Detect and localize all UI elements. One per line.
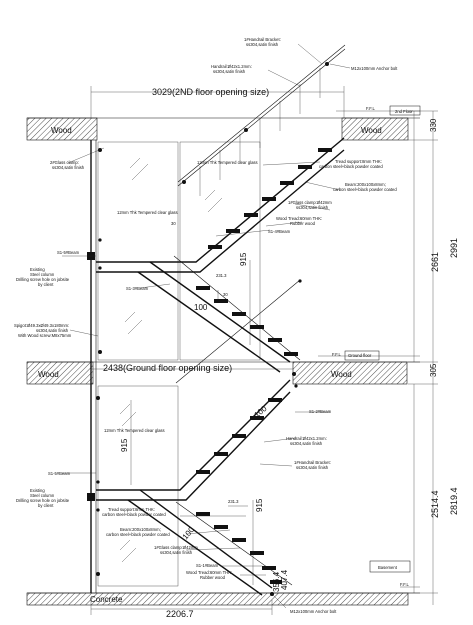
label-handrail-lower-spec: ss304,satin finish (290, 441, 323, 446)
label-dim-2819-4: 2819.4 (449, 487, 459, 515)
label-beam-lower: Beam:200x100x8mm; (120, 527, 161, 532)
label-handrail-bracket-top-spec: ss304,satin finish (246, 42, 279, 47)
label-glass-clamp-1-lower-spec: ss304,satin finish (160, 550, 193, 555)
label-handrail-lower: Handrail:Ø42x1.2mm: (286, 436, 327, 441)
glass-panel-upper-left (97, 141, 179, 361)
label-handrail-bracket-lower: 1#Handrail Bracket: (294, 460, 331, 465)
label-dim-915-mid: 915 (120, 438, 129, 452)
label-existing-col-1b: Steel column (30, 272, 55, 277)
label-ffl-ground: F.F.L (332, 352, 342, 357)
glass-panel-upper-right (179, 141, 261, 361)
label-dim-915-top: 915 (239, 252, 248, 266)
label-basement: Basement (378, 565, 398, 570)
label-dim-356-4: 356.4 (272, 571, 281, 592)
label-beam-s1-4: S1-4#Beam (268, 229, 291, 234)
label-anchor-bottom: M12x100mm Anchor bolt (290, 609, 337, 614)
label-tread-support-top: Tread support:8mm THK: (335, 159, 382, 164)
label-beam-s1-5-lower: S1-5#Beam (48, 471, 71, 476)
label-beam-s1-3: S1-3#Beam (126, 286, 149, 291)
label-existing-col-1c: Drilling screw hole on jobsite (16, 277, 70, 282)
label-dim-407-4: 407.4 (280, 569, 289, 590)
label-beam-s1-5-top: S1-5#Beam (57, 250, 80, 255)
label-existing-col-2a: Existing (30, 488, 45, 493)
label-dim-2206-7: 2206.7 (166, 609, 194, 619)
label-second-floor: 2nd Floor (395, 109, 413, 114)
label-wood-lower-right: Wood (331, 370, 352, 379)
label-beam-top-spec: carbon steel+black powder coated (333, 187, 397, 192)
label-dim-330: 330 (429, 118, 438, 132)
ground-left-slab (26, 361, 94, 385)
ground-floor-tag (344, 350, 380, 361)
label-opening-2nd: 3029(2ND floor opening size) (152, 87, 269, 97)
label-handrail-top: Handrail:Ø42x1.2mm: (211, 64, 252, 69)
label-dim-305: 305 (429, 363, 438, 377)
label-beam-lower-spec: carbon steel+black powder coated (106, 532, 170, 537)
label-anchor-top: M12x100mm Anchor bolt (351, 66, 398, 71)
basement-tag (369, 560, 411, 573)
label-spigot-c: With Wood screw:M8x75mm (18, 333, 72, 338)
label-ffl-top: F.F.L (366, 106, 376, 111)
label-wood-tread-top: Wood Tread:60mm THK: (276, 216, 322, 221)
label-dim-2661: 2661 (430, 252, 440, 272)
label-dim-100-a: 100 (194, 303, 208, 312)
glass-panel-lower (97, 385, 179, 587)
label-glass-lower: 12mm Thk Tempered clear glass (104, 428, 165, 433)
label-glass-upper-right: 12mm Thk Tempered clear glass (197, 160, 258, 165)
label-dim-231-3-lower: 231.3 (228, 499, 239, 504)
label-glass-clamp-2-spec: ss304,satin finish (52, 165, 85, 170)
label-concrete: Concrete (90, 595, 123, 604)
label-glass-clamp-1-top-spec: ss304,satin finish (296, 205, 329, 210)
label-existing-col-2c: Drilling screw hole on jobsite (16, 498, 70, 503)
label-ffl-basement: F.F.L (400, 582, 410, 587)
label-tread-support-top-spec: carbon steel+black powder coated (319, 164, 383, 169)
label-beam-s1-1: S1-1#Beam (196, 563, 219, 568)
label-beam-top: Beam:200x100x8mm; (345, 182, 386, 187)
label-existing-col-1a: Existing (30, 267, 45, 272)
label-glass-clamp-1-lower: 1#Glass clamp:Ø42mm (154, 545, 198, 550)
label-dim-231-3-top: 231.3 (216, 273, 227, 278)
label-glass-clamp-1-top: 1#Glass clamp:Ø42mm (288, 200, 332, 205)
label-wood-lower-left: Wood (38, 370, 59, 379)
label-wood-tread-top-spec: Rubber wood (290, 221, 316, 226)
label-dim-30-b: 30 (223, 292, 228, 297)
label-handrail-top-spec: ss304,satin finish (213, 69, 246, 74)
label-opening-ground: 2438(Ground floor opening size) (103, 363, 232, 373)
label-ground-floor: Ground floor (348, 353, 372, 358)
label-glass-upper-left: 12mm Thk Tempered clear glass (117, 210, 178, 215)
label-handrail-bracket-top: 1#Handrail Bracket: (244, 37, 281, 42)
label-beam-s1-2: S1-2#Beam (309, 409, 332, 414)
label-spigot-b: ss304,satin finish (36, 328, 69, 333)
label-wood-upper-right: Wood (361, 126, 382, 135)
label-wood-tread-lower-spec: Rubber wood (200, 575, 226, 580)
label-dim-30-a: 30 (171, 221, 176, 226)
label-tread-support-lower: Tread support:8mm THK: (108, 507, 155, 512)
concrete-slab (26, 592, 409, 606)
label-wood-tread-lower: Wood Tread:60mm THK: (186, 570, 232, 575)
label-dim-915-lower: 915 (255, 498, 264, 512)
label-existing-col-1d: by client (38, 282, 54, 287)
label-dim-2514-4: 2514.4 (430, 490, 440, 518)
second-floor-tag (389, 105, 421, 116)
label-spigot-a: Spigot:Ø49.3xØ49.3x180mm: (14, 323, 69, 328)
label-existing-col-2d: by client (38, 503, 54, 508)
label-dim-2991: 2991 (449, 238, 459, 258)
label-handrail-bracket-lower-spec: ss304,satin finish (296, 465, 329, 470)
label-existing-col-2b: Steel column (30, 493, 55, 498)
label-wood-upper-left: Wood (51, 126, 72, 135)
label-tread-support-lower-spec: carbon steel+black powder coated (102, 512, 166, 517)
label-glass-clamp-2: 2#Glass clamp: (50, 160, 79, 165)
